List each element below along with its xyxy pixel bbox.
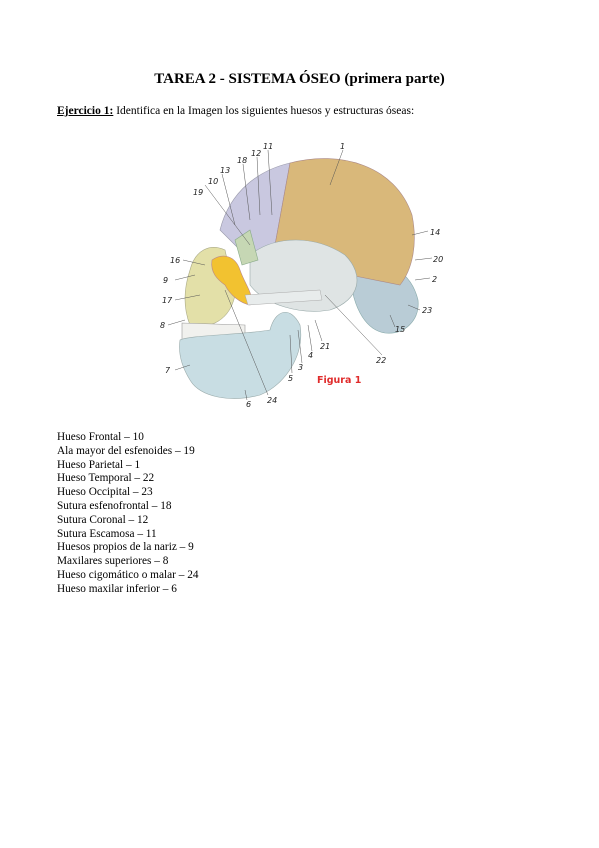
- figure-number: 24: [267, 396, 277, 405]
- list-item: Hueso Temporal – 22: [57, 472, 155, 485]
- list-item: Sutura Coronal – 12: [57, 513, 149, 526]
- figure-number: 16: [170, 256, 180, 265]
- figure-number-labels: 1 11 12 18 13 10 19 16 9 17 8 7 6 24 5 3…: [160, 142, 443, 409]
- figure-number: 5: [288, 374, 293, 383]
- figure-number: 15: [395, 325, 405, 334]
- list-item: Hueso maxilar inferior – 6: [57, 582, 177, 595]
- figure-number: 13: [220, 166, 230, 175]
- figure-number: 19: [193, 188, 203, 197]
- list-item: Sutura esfenofrontal – 18: [57, 499, 172, 512]
- figure-number: 7: [165, 366, 171, 375]
- list-item: Hueso Occipital – 23: [57, 486, 153, 499]
- figure-number: 3: [298, 363, 303, 372]
- figure-number: 21: [320, 342, 330, 351]
- figure-number: 2: [432, 275, 437, 284]
- figure-number: 14: [430, 228, 440, 237]
- figure-number: 8: [160, 321, 165, 330]
- figure-number: 18: [237, 156, 247, 165]
- zygomatic-arch: [244, 289, 323, 306]
- list-item: Maxilares superiores – 8: [57, 555, 169, 568]
- figure-number: 9: [163, 276, 168, 285]
- skull-illustration: 1 11 12 18 13 10 19 16 9 17 8 7 6 24 5 3…: [160, 142, 443, 409]
- leader-lines: [167, 149, 433, 401]
- figure-number: 4: [308, 351, 313, 360]
- figure-number: 17: [162, 296, 173, 305]
- figure-number: 11: [263, 142, 273, 151]
- page-title: TAREA 2 - SISTEMA ÓSEO (primera parte): [154, 71, 445, 87]
- skull-figure: 1 11 12 18 13 10 19 16 9 17 8 7 6 24 5 3…: [150, 135, 450, 415]
- figure-number: 10: [208, 177, 218, 186]
- list-item: Sutura Escamosa – 11: [57, 527, 157, 540]
- figure-number: 1: [340, 142, 345, 151]
- exercise-instruction: Ejercicio 1: Identifica en la Imagen los…: [57, 105, 414, 117]
- figure-number: 6: [246, 400, 251, 409]
- figure-number: 20: [433, 255, 443, 264]
- list-item: Ala mayor del esfenoides – 19: [57, 444, 195, 457]
- sphenoid-bone: [234, 229, 259, 266]
- figure-caption: Figura 1: [317, 375, 361, 386]
- exercise-text: Identifica en la Imagen los siguientes h…: [113, 105, 415, 117]
- list-item: Huesos propios de la nariz – 9: [57, 541, 194, 554]
- list-item: Hueso Parietal – 1: [57, 458, 141, 471]
- answer-list: Hueso Frontal – 10 Ala mayor del esfenoi…: [57, 431, 199, 597]
- figure-number: 22: [376, 356, 386, 365]
- figure-number: 12: [251, 149, 261, 158]
- list-item: Hueso cigomático o malar – 24: [57, 568, 199, 581]
- mandible-bone: [179, 312, 302, 399]
- figure-number: 23: [422, 306, 432, 315]
- exercise-label: Ejercicio 1:: [57, 105, 114, 117]
- list-item: Hueso Frontal – 10: [57, 431, 144, 443]
